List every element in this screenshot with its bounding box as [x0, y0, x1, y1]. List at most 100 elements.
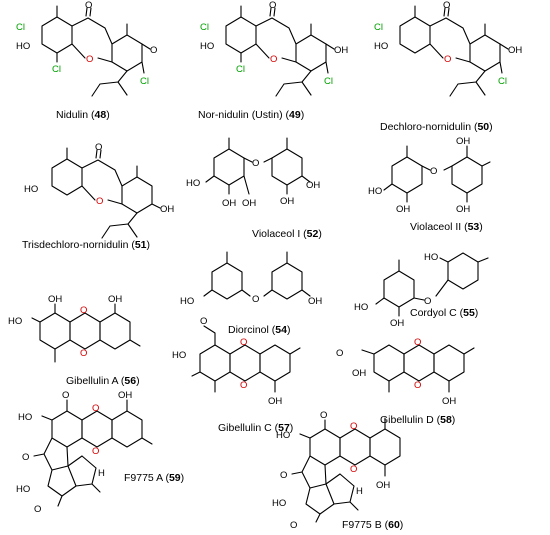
- svg-text:OH: OH: [396, 204, 410, 215]
- compound-name: Nidulin (: [56, 109, 95, 121]
- svg-text:O: O: [350, 464, 357, 475]
- compound-number: 52: [307, 228, 319, 240]
- svg-text:HO: HO: [172, 350, 186, 361]
- svg-text:OH: OH: [376, 480, 390, 491]
- structure-50-dechloro-nornidulin: O Cl HO O OH Cl Dechloro-nornidulin (50): [374, 0, 522, 133]
- svg-text:O: O: [92, 446, 99, 457]
- svg-text:O: O: [252, 158, 259, 169]
- svg-text:Gibellulin C (57): Gibellulin C (57): [218, 422, 293, 434]
- structure-54-diorcinol: O HO OH Diorcinol (54): [180, 251, 322, 336]
- structure-56-gibellulin-a: OH OH HO O O Gibellulin A (56): [8, 294, 141, 387]
- compound-name: Violaceol I (: [252, 228, 307, 240]
- compound-name: Trisdechloro-nornidulin (: [22, 239, 135, 251]
- svg-text:O: O: [92, 403, 99, 414]
- svg-text:O: O: [95, 142, 102, 153]
- svg-text:Violaceol II (53): Violaceol II (53): [410, 221, 483, 233]
- compound-number: 58: [440, 414, 452, 426]
- svg-text:O: O: [22, 452, 29, 463]
- svg-text:Gibellulin D (58): Gibellulin D (58): [380, 414, 455, 426]
- svg-text:HO: HO: [16, 484, 30, 495]
- svg-text:OH: OH: [280, 196, 294, 207]
- structure-60-f9775-b: O HO OH O O O HO H O F9775 B (60): [272, 410, 403, 531]
- svg-text:O: O: [34, 504, 41, 515]
- svg-text:HO: HO: [24, 184, 38, 195]
- svg-text:HO: HO: [200, 41, 214, 52]
- svg-text:OH: OH: [456, 136, 470, 147]
- compound-number: 53: [468, 221, 480, 233]
- svg-text:F9775 B (60): F9775 B (60): [342, 519, 403, 531]
- compound-name: Violaceol II (: [410, 221, 468, 233]
- svg-text:O: O: [444, 54, 451, 65]
- compound-name: Dechloro-nornidulin (: [380, 121, 478, 133]
- compound-number: 50: [477, 121, 489, 133]
- structure-53-violaceol-ii: O HO OH OH OH Violaceol II (53): [368, 136, 491, 233]
- svg-text:HO: HO: [424, 252, 438, 263]
- svg-text:HO: HO: [368, 186, 382, 197]
- svg-text:Trisdechloro-nornidulin (51): Trisdechloro-nornidulin (51): [22, 239, 150, 251]
- svg-text:OH: OH: [242, 198, 256, 209]
- compound-number: 54: [275, 324, 287, 336]
- svg-text:Cl: Cl: [140, 76, 149, 87]
- compound-number: 56: [124, 375, 136, 387]
- compound-number: 48: [95, 109, 107, 121]
- svg-text:O: O: [290, 520, 297, 531]
- svg-text:OH: OH: [442, 396, 456, 407]
- svg-text:HO: HO: [8, 316, 22, 327]
- svg-text:O: O: [86, 54, 93, 65]
- svg-text:O: O: [62, 390, 69, 401]
- svg-text:HO: HO: [276, 430, 290, 441]
- compound-name: Nor-nidulin (Ustin) (: [198, 109, 290, 121]
- structure-48-nidulin: O Cl HO Cl O O Cl Nidulin (48): [16, 0, 157, 121]
- svg-text:Nor-nidulin (Ustin) (49): Nor-nidulin (Ustin) (49): [198, 109, 304, 121]
- svg-text:Cl: Cl: [16, 22, 25, 33]
- svg-text:HO: HO: [16, 41, 30, 52]
- svg-text:Cl: Cl: [236, 64, 245, 75]
- structure-55-cordyol-c: O HO OH HO Cordyol C (55): [354, 252, 489, 329]
- svg-text:Violaceol I (52): Violaceol I (52): [252, 228, 322, 240]
- svg-text:OH: OH: [108, 294, 122, 305]
- svg-text:OH: OH: [306, 180, 320, 191]
- svg-text:O: O: [320, 410, 327, 421]
- structure-51-trisdechloro-nornidulin: O HO O OH Trisdechloro-nornidulin (51): [22, 142, 174, 251]
- structure-49-nor-nidulin: O Cl HO Cl O OH Cl Nor-nidulin (Ustin) (…: [198, 0, 348, 121]
- svg-text:Diorcinol (54): Diorcinol (54): [228, 324, 290, 336]
- svg-text:O: O: [240, 337, 247, 348]
- svg-text:OH: OH: [268, 396, 282, 407]
- structure-58-gibellulin-d: O OH O O OH Gibellulin D (58): [336, 337, 475, 426]
- svg-text:O: O: [424, 296, 431, 307]
- svg-text:O: O: [414, 380, 421, 391]
- svg-text:HO: HO: [18, 412, 32, 423]
- svg-text:O: O: [350, 421, 357, 432]
- svg-text:H: H: [356, 486, 363, 497]
- compound-name: Gibellulin A (: [66, 375, 125, 387]
- svg-text:O: O: [200, 316, 207, 327]
- svg-text:O: O: [430, 166, 437, 177]
- structure-57-gibellulin-c: O HO O O OH Gibellulin C (57): [172, 316, 301, 434]
- compound-name: Cordyol C (: [410, 307, 464, 319]
- compound-number: 55: [463, 307, 475, 319]
- svg-text:HO: HO: [180, 296, 194, 307]
- compound-name: F9775 A (: [124, 472, 169, 484]
- svg-text:OH: OH: [352, 368, 366, 379]
- compound-number: 57: [278, 422, 290, 434]
- structure-52-violaceol-i: O HO OH OH OH OH Violaceol I (52): [186, 137, 322, 240]
- svg-text:OH: OH: [222, 198, 236, 209]
- svg-text:OH: OH: [118, 390, 132, 401]
- svg-text:H: H: [98, 468, 105, 479]
- svg-text:O: O: [336, 348, 343, 359]
- compound-number: 59: [169, 472, 181, 484]
- svg-text:OH: OH: [508, 45, 522, 56]
- svg-text:OH: OH: [456, 204, 470, 215]
- svg-text:Cl: Cl: [324, 76, 333, 87]
- compound-name: F9775 B (: [342, 519, 389, 531]
- svg-text:HO: HO: [374, 41, 388, 52]
- svg-text:Dechloro-nornidulin (50): Dechloro-nornidulin (50): [380, 121, 493, 133]
- svg-text:Cl: Cl: [498, 76, 507, 87]
- svg-text:HO: HO: [354, 302, 368, 313]
- svg-text:HO: HO: [186, 178, 200, 189]
- svg-text:O: O: [85, 0, 92, 11]
- svg-text:OH: OH: [390, 318, 404, 329]
- compound-name: Gibellulin C (: [218, 422, 279, 434]
- svg-text:Gibellulin A (56): Gibellulin A (56): [66, 375, 140, 387]
